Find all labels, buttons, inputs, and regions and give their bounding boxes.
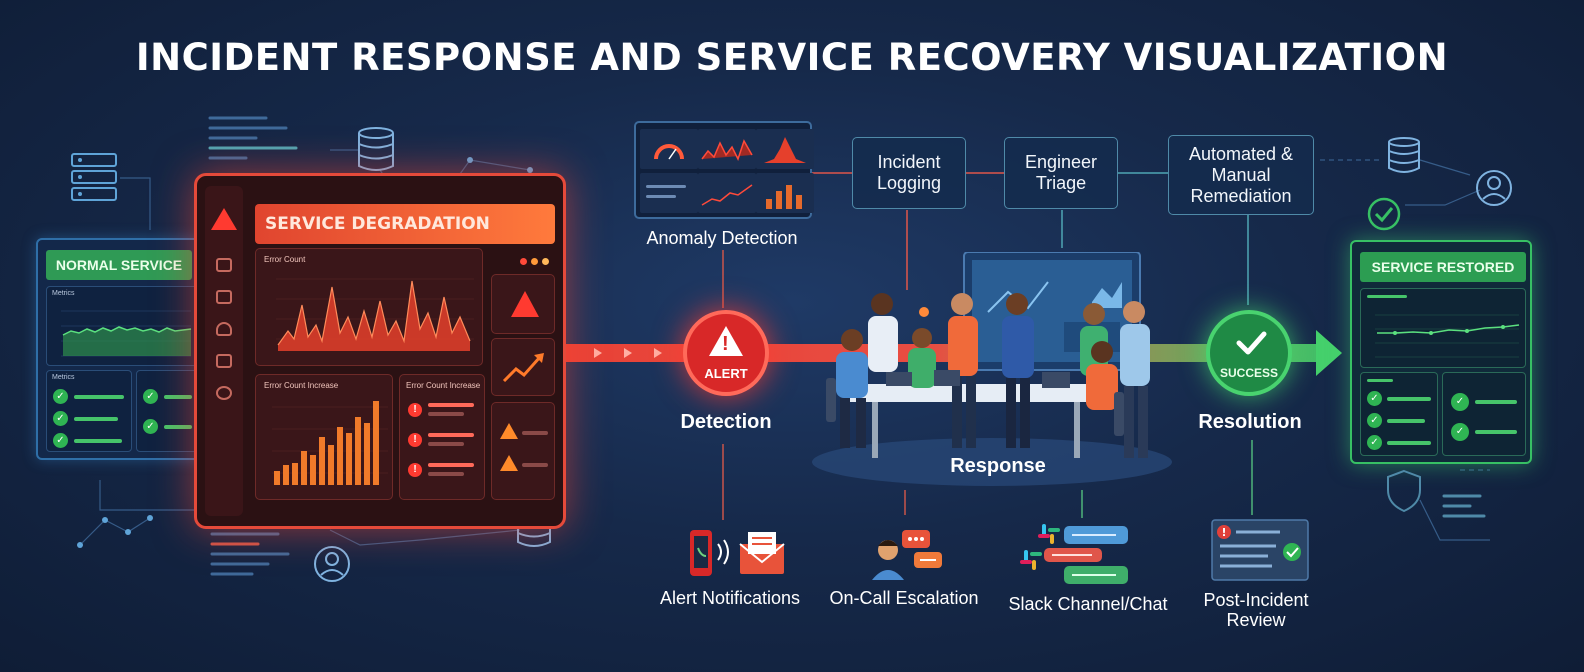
response-label: Response [950,455,1046,477]
error-list-card: Error Count Increase ! ! ! [399,374,485,500]
alert-badge: ALERT [683,310,769,396]
code-lines-decor [210,532,290,576]
alert-icon [709,326,743,356]
restored-chart-card [1360,288,1526,368]
service-degradation-dashboard: SERVICE DEGRADATION Error Count Error Co… [194,173,566,529]
trend-up-icon [502,353,544,383]
trend-card [491,338,555,396]
user-icon [1476,170,1512,206]
user-icon [314,546,350,582]
post-incident-report-icon: ! [1211,519,1309,581]
error-icon: ! [408,433,422,447]
normal-metrics-chart [61,310,192,357]
check-icon: ✓ [1451,423,1469,441]
database-icon [1388,137,1420,173]
remediation-step: Automated & Manual Remediation [1168,135,1314,215]
check-icon: ✓ [1367,413,1382,428]
service-restored-panel: SERVICE RESTORED ✓ ✓ ✓ ✓ ✓ [1350,240,1532,464]
detection-label: Detection [680,411,772,433]
check-icon: ✓ [53,389,68,404]
database-icon [358,127,394,171]
normal-metrics-list-card: Metrics ✓ ✓ ✓ [46,370,132,452]
metrics-label: Metrics [52,290,75,297]
check-icon: ✓ [1367,391,1382,406]
server-rack-icon [71,153,117,201]
metrics-label: Metrics [52,374,75,381]
dashboard-sidebar [205,186,243,516]
success-badge: SUCCESS [1206,310,1292,396]
normal-service-panel: NORMAL SERVICE Metrics Metrics ✓ ✓ ✓ ✓ ✓ [36,238,204,460]
warning-icon [511,291,539,317]
service-restored-banner: SERVICE RESTORED [1360,252,1526,282]
code-lines-decor [1442,494,1486,518]
warning-icon [500,423,518,439]
anomaly-detection-label: Anomaly Detection [646,228,798,248]
bell-icon [216,322,232,336]
check-icon: ✓ [1451,393,1469,411]
response-team-illustration [812,252,1172,486]
error-increase-bar-chart [272,401,388,485]
restored-status-card: ✓ ✓ [1442,372,1526,456]
check-circle-icon [1367,197,1401,231]
error-count-chart [276,278,474,351]
anomaly-detection-dashboard [634,121,814,219]
code-lines-decor [208,116,298,160]
bars-widget [756,173,814,213]
shield-icon [1387,469,1421,513]
error-icon: ! [408,463,422,477]
error-count-title: Error Count [264,255,306,264]
window-dots [516,252,549,270]
svg-text:!: ! [1222,526,1227,539]
warning-card [491,274,555,334]
phone-and-email-icon [690,530,785,576]
check-icon: ✓ [1367,435,1382,450]
restored-metrics-chart [1375,314,1520,358]
error-count-increase-card: Error Count Increase [255,374,393,500]
post-incident-review-label: Post-Incident Review [1203,590,1309,630]
resolution-label: Resolution [1198,411,1302,433]
on-call-escalation-label: On-Call Escalation [829,588,979,608]
incident-logging-step: Incident Logging [852,137,966,209]
alert-notifications-label: Alert Notifications [659,588,801,608]
error-count-increase-title: Error Count Increase [264,381,339,390]
list-widget [640,173,698,213]
list-icon [216,290,232,304]
warning-list-card [491,402,555,500]
check-icon [1236,331,1267,355]
normal-status-card: ✓ ✓ [136,370,198,452]
gauge-widget [640,129,698,169]
normal-service-banner: NORMAL SERVICE [46,250,192,280]
normal-metrics-chart-card: Metrics [46,286,198,366]
check-icon: ✓ [53,411,68,426]
check-icon: ✓ [53,433,68,448]
error-count-card: Error Count [255,248,483,366]
database-icon [216,258,232,272]
warning-icon [500,455,518,471]
histogram-widget [756,129,814,169]
slack-channel-label: Slack Channel/Chat [1008,594,1168,614]
warning-icon [211,208,237,230]
error-icon: ! [408,403,422,417]
check-icon: ✓ [143,419,158,434]
error-list-title: Error Count Increase [406,381,481,390]
line-widget [698,173,756,213]
service-degradation-banner: SERVICE DEGRADATION [255,204,555,244]
on-call-engineer-icon [872,530,942,580]
slack-chat-icon [1020,524,1128,584]
page-title: INCIDENT RESPONSE AND SERVICE RECOVERY V… [135,36,1449,79]
check-icon: ✓ [143,389,158,404]
gear-icon [216,386,232,400]
engineer-triage-step: Engineer Triage [1004,137,1118,209]
restored-check-list: ✓ ✓ ✓ [1360,372,1438,456]
bar-chart-icon [216,354,232,368]
sparkline-widget [698,129,756,169]
